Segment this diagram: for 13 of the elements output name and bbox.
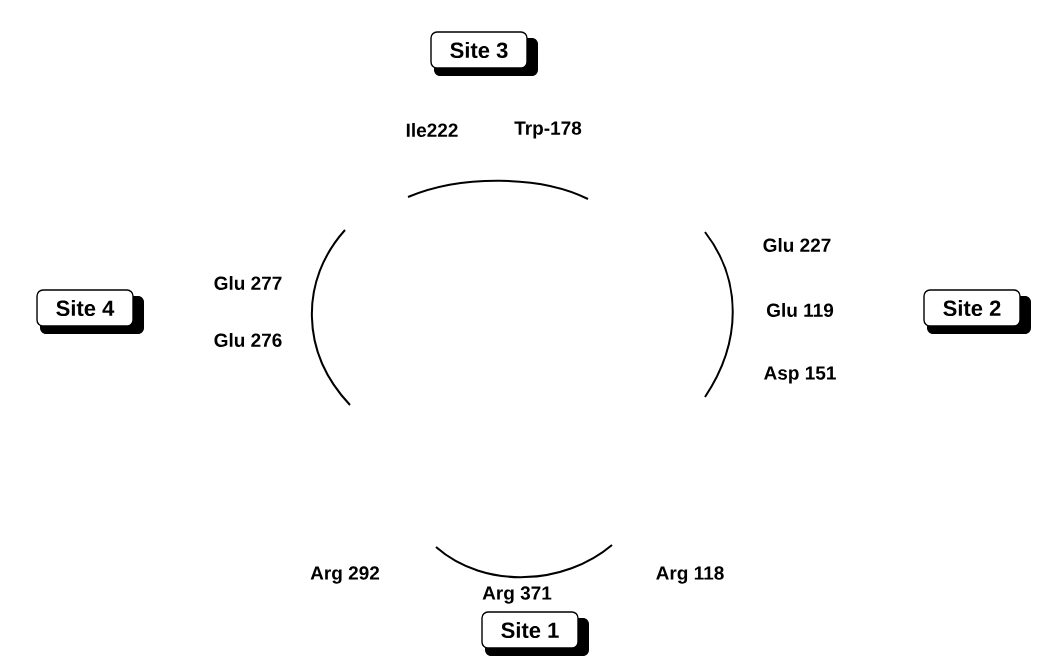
residue-label: Ile222	[406, 123, 458, 137]
residue-label: Trp-178	[514, 121, 582, 139]
site-box: Site 2	[923, 289, 1031, 334]
residue-label: Glu 119	[767, 303, 834, 317]
residue-label: Arg 292	[310, 566, 380, 584]
residue-label: Glu 276	[214, 333, 282, 347]
site-box: Site 3	[430, 31, 538, 76]
residue-label: Glu 277	[214, 276, 282, 290]
site-box: Site 4	[36, 289, 144, 334]
residue-label: Glu 227	[763, 238, 831, 252]
site-box: Site 1	[481, 611, 589, 656]
residue-label: Asp 151	[764, 366, 836, 384]
residue-label: Arg 118	[656, 566, 724, 584]
